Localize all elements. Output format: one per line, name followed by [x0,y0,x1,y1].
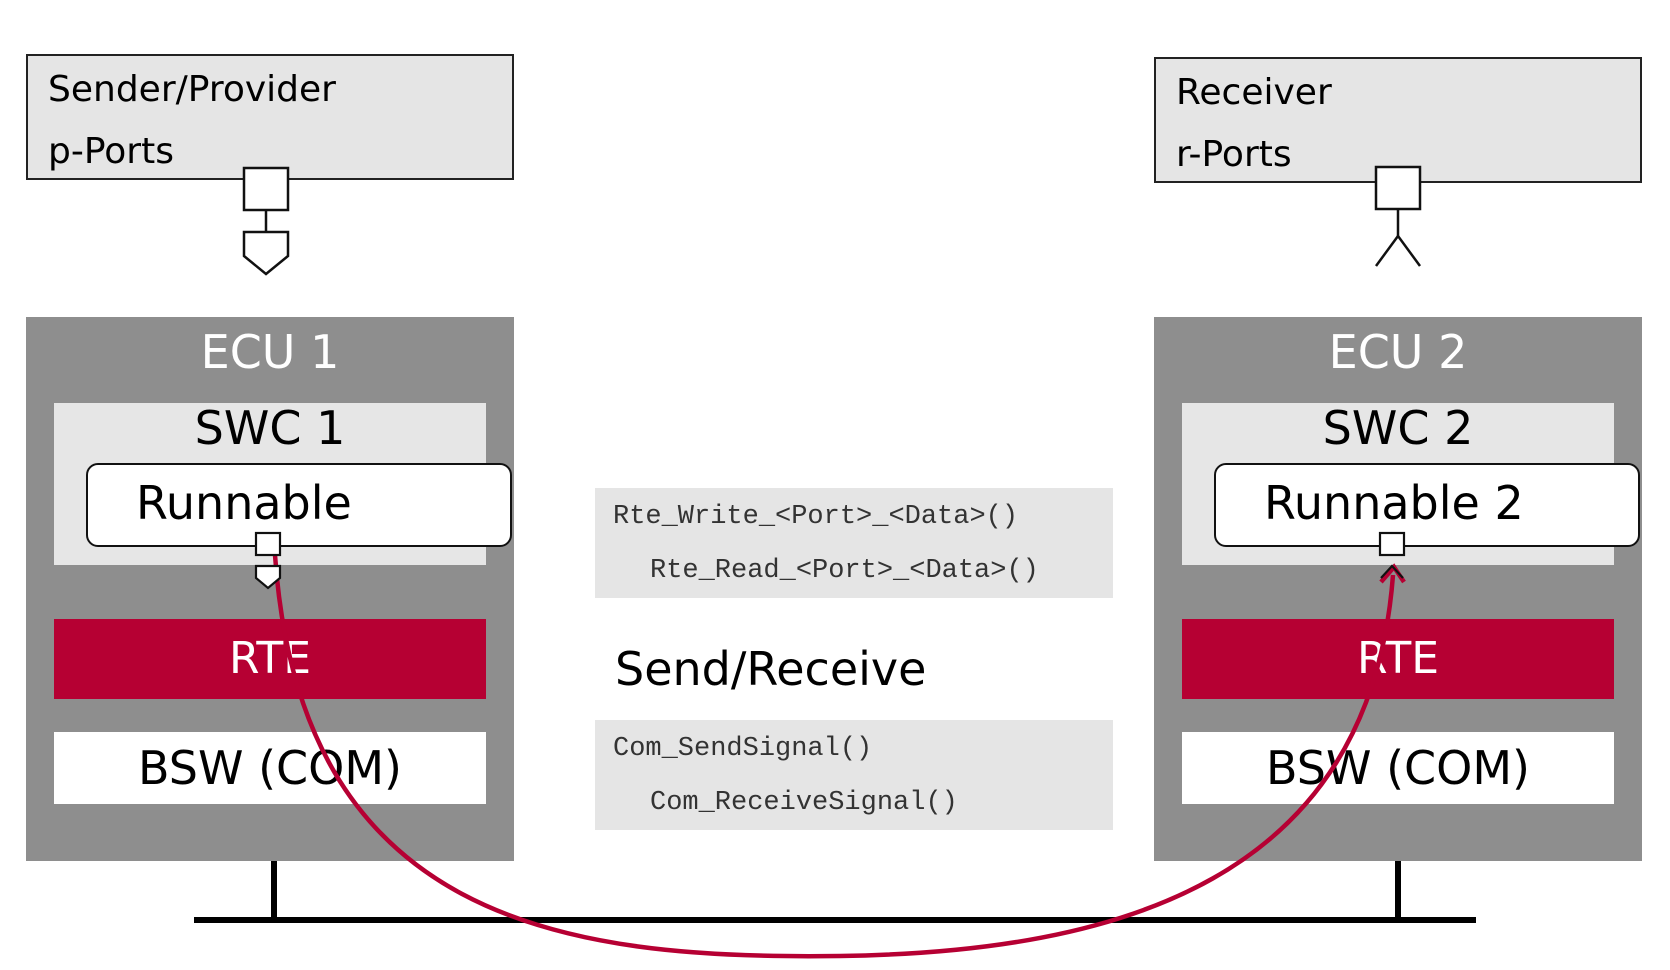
receiver-port-icon [1374,165,1422,267]
com-receive-call: Com_ReceiveSignal() [650,788,958,818]
com-send-call: Com_SendSignal() [613,734,873,764]
runnable-2-label: Runnable 2 [1264,476,1524,530]
send-receive-label: Send/Receive [615,642,927,696]
p-ports-label: p-Ports [48,131,174,172]
swc-2-title: SWC 2 [1322,401,1474,455]
bsw-com-2: BSW (COM) [1182,732,1614,804]
signal-flow-arc [272,554,1396,959]
sender-title: Sender/Provider [48,69,336,110]
receiver-title: Receiver [1176,72,1332,113]
runnable-1-port-icon [254,531,282,590]
ecu-2-title: ECU 2 [1328,325,1468,379]
runnable-2-port-icon [1378,531,1406,579]
rte-read-call: Rte_Read_<Port>_<Data>() [650,556,1039,586]
ecu-1-title: ECU 1 [200,325,340,379]
can-bus-line [194,861,1476,923]
runnable-2: Runnable 2 [1214,463,1640,547]
sender-port-icon [242,166,290,276]
bsw-com-1: BSW (COM) [54,732,486,804]
runnable-1: Runnable [86,463,512,547]
rte-write-call: Rte_Write_<Port>_<Data>() [613,502,1019,532]
rte-1: RTE [54,619,486,699]
sender-provider-box: Sender/Provider p-Ports [26,54,514,180]
rte-2: RTE [1182,619,1614,699]
r-ports-label: r-Ports [1176,134,1292,175]
rte-api-box: Rte_Write_<Port>_<Data>() Rte_Read_<Port… [595,488,1113,598]
runnable-1-label: Runnable [136,476,352,530]
receiver-box: Receiver r-Ports [1154,57,1642,183]
swc-1-title: SWC 1 [194,401,346,455]
com-api-box: Com_SendSignal() Com_ReceiveSignal() [595,720,1113,830]
ecu-1: ECU 1 SWC 1 Runnable RTE BSW (COM) [26,317,514,861]
